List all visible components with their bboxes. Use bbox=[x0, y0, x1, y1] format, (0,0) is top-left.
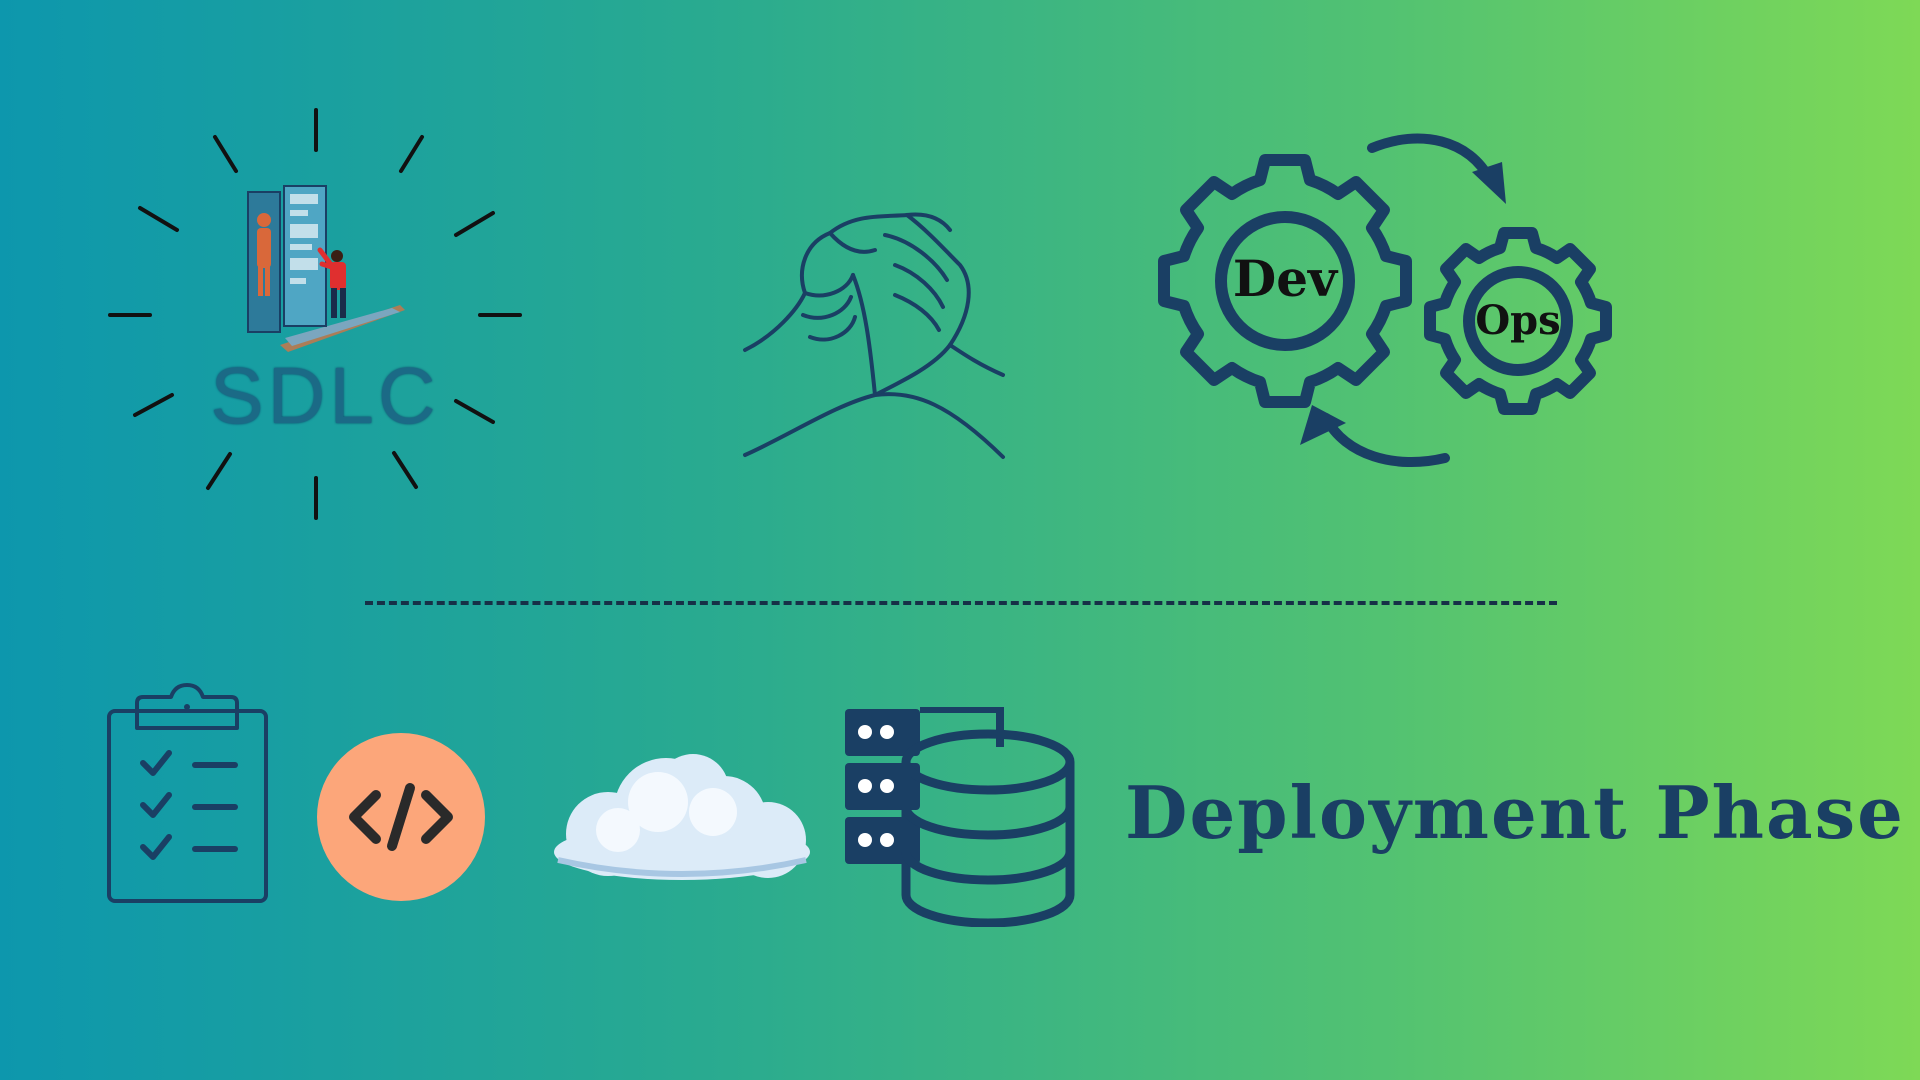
ops-label: Ops bbox=[1475, 297, 1560, 344]
sdlc-developer-illustration-icon bbox=[247, 185, 405, 352]
checklist-clipboard-icon bbox=[107, 683, 268, 903]
devops-gears-icon: Dev Ops bbox=[1158, 133, 1612, 468]
sdlc-burst-icon bbox=[108, 108, 522, 520]
phase-title: Deployment Phase bbox=[1125, 770, 1905, 855]
code-icon bbox=[317, 733, 485, 901]
cloud-icon bbox=[554, 754, 810, 880]
sdlc-title: SDLC bbox=[210, 351, 440, 440]
handshake-icon bbox=[743, 212, 1005, 459]
dev-label: Dev bbox=[1233, 249, 1339, 308]
server-database-icon bbox=[845, 707, 1075, 927]
dashed-divider bbox=[365, 601, 1557, 605]
